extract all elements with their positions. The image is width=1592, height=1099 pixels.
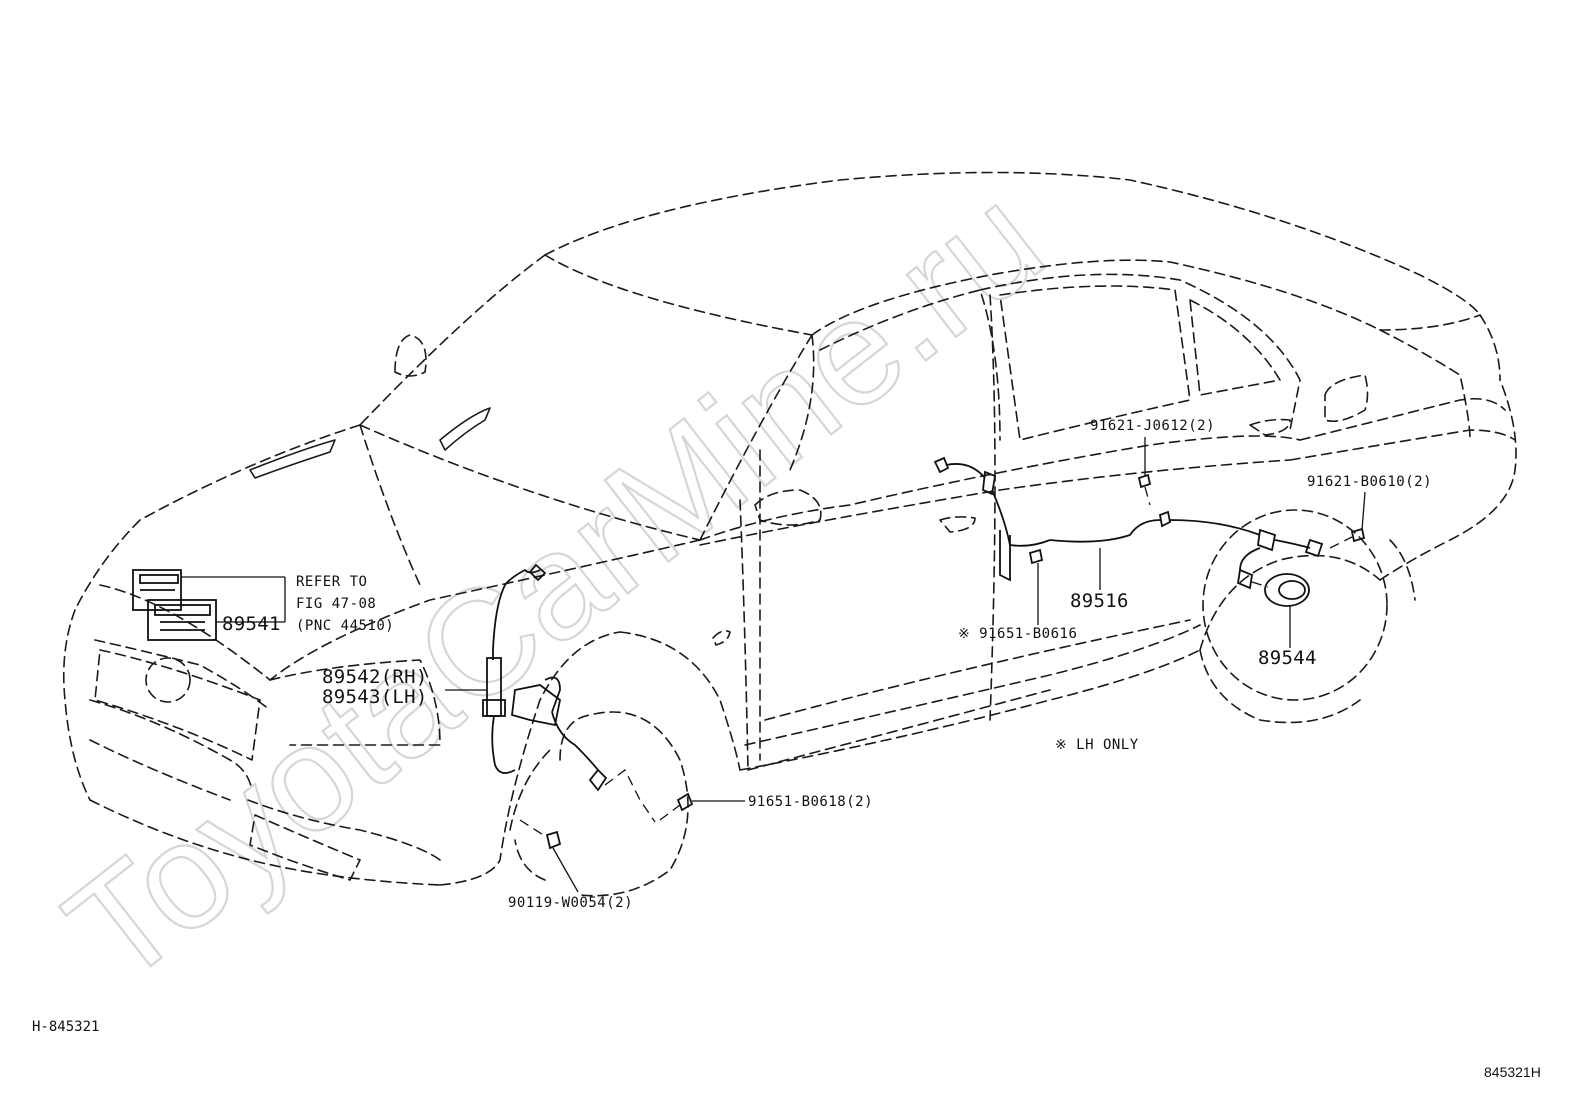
front-speed-sensor-icon — [482, 563, 656, 823]
part-91621-j0612-label: 91621-J0612(2) — [1090, 418, 1215, 434]
abs-actuator-icon — [132, 569, 217, 641]
part-89544-label: 89544 — [1258, 647, 1317, 669]
part-89542-label: 89542(RH) — [322, 666, 428, 688]
watermark: ToyotaCarMine.ru — [36, 154, 1072, 1015]
lh-only-note: ※ LH ONLY — [1055, 737, 1139, 753]
part-91651-b0618-label: 91651-B0618(2) — [748, 794, 873, 810]
refer-bracket — [181, 576, 286, 623]
refer-label-line3: (PNC 44510) — [296, 618, 394, 634]
bolt-90119-w0054-icon — [519, 819, 562, 850]
part-91621-b0610-label: 91621-B0610(2) — [1307, 474, 1432, 490]
refer-label-line1: REFER TO — [296, 574, 367, 590]
refer-label-line2: FIG 47-08 — [296, 596, 376, 612]
leader-lines — [445, 437, 1366, 893]
bolt-91651-b0618-icon — [659, 792, 694, 821]
bolt-91651-b0616-icon — [1028, 548, 1044, 565]
car-body-outline — [62, 171, 1517, 897]
figure-code-right: 845321H — [1484, 1064, 1541, 1080]
part-89543-label: 89543(LH) — [322, 686, 428, 708]
part-89541-label: 89541 — [222, 613, 281, 635]
part-90119-w0054-label: 90119-W0054(2) — [508, 895, 633, 911]
part-89516-label: 89516 — [1070, 590, 1129, 612]
rear-wire-harness-icon — [933, 456, 1324, 590]
clip-91621-j0612-icon — [1137, 473, 1152, 506]
rear-speed-sensor-icon — [1251, 573, 1310, 607]
part-91651-b0616-label: ※ 91651-B0616 — [958, 626, 1077, 642]
clip-91621-b0610-icon — [1329, 527, 1366, 549]
figure-code-left: H-845321 — [32, 1019, 99, 1035]
